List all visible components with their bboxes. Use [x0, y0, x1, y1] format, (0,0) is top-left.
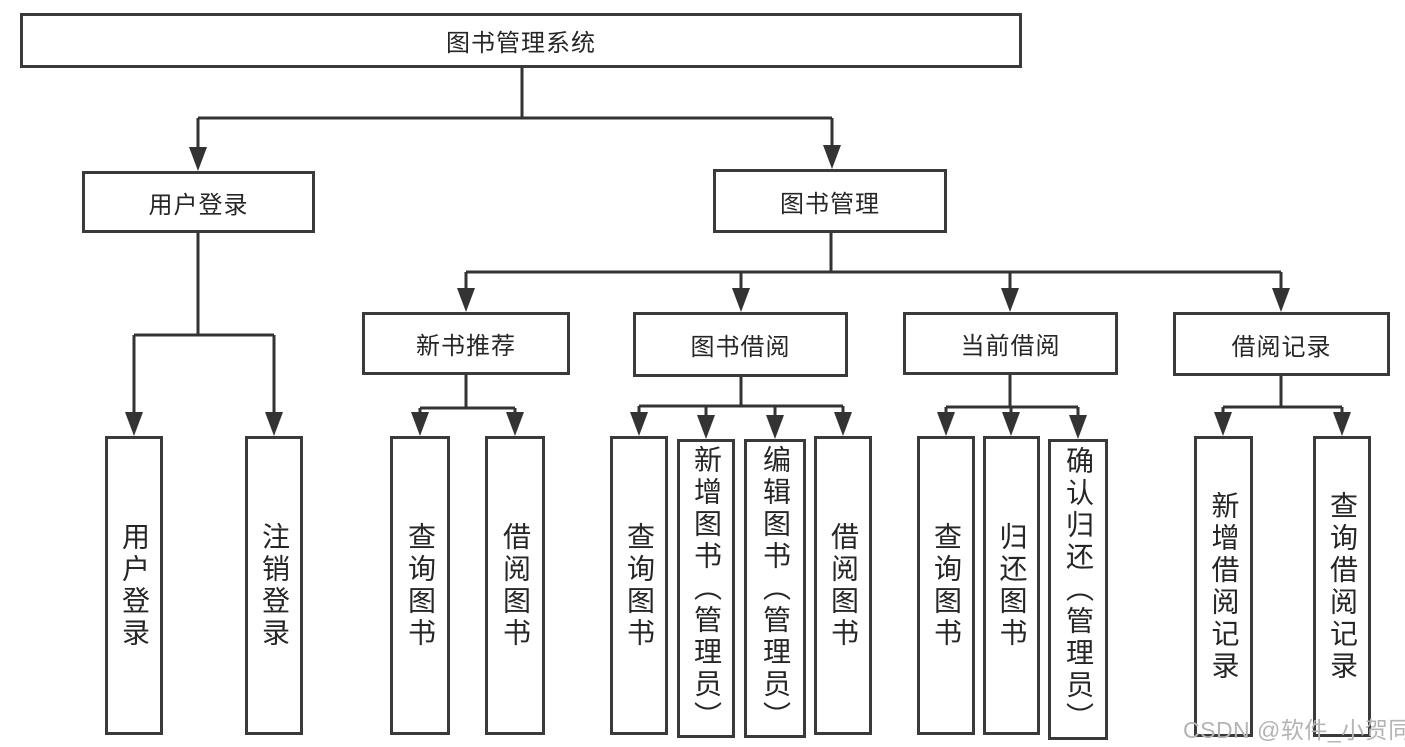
- leaf-add-books-admin-label: 新增图书（管理员）: [691, 444, 722, 733]
- leaf-logout: 注销登录: [245, 436, 303, 735]
- leaf-confirm-return-admin: 确认归还（管理员）: [1048, 439, 1108, 740]
- node-borrow-records-label: 借阅记录: [1231, 333, 1332, 361]
- node-borrow-records: 借阅记录: [1173, 312, 1390, 376]
- node-new-book-recommend-label: 新书推荐: [416, 333, 516, 360]
- leaf-query-books-borrowing: 查询图书: [610, 436, 668, 735]
- leaf-query-books-borrowing-label: 查询图书: [624, 521, 655, 650]
- node-library-system: 图书管理系统: [20, 13, 1022, 68]
- leaf-add-borrow-record: 新增借阅记录: [1194, 436, 1253, 737]
- leaf-borrow-books-recommend: 借阅图书: [485, 436, 545, 735]
- leaf-query-borrow-record-label: 查询借阅记录: [1327, 490, 1358, 683]
- leaf-return-books-label: 归还图书: [996, 521, 1028, 650]
- leaf-confirm-return-admin-label: 确认归还（管理员）: [1063, 445, 1094, 734]
- leaf-query-books-current-label: 查询图书: [931, 521, 962, 650]
- node-user-login: 用户登录: [82, 171, 315, 233]
- leaf-borrow-books-recommend-label: 借阅图书: [500, 521, 531, 650]
- leaf-logout-label: 注销登录: [259, 521, 290, 650]
- leaf-return-books: 归还图书: [983, 436, 1040, 735]
- node-new-book-recommend: 新书推荐: [362, 312, 570, 375]
- leaf-edit-books-admin: 编辑图书（管理员）: [744, 439, 806, 738]
- node-book-management-label: 图书管理: [780, 190, 880, 218]
- leaf-add-books-admin: 新增图书（管理员）: [677, 439, 735, 738]
- arrowhead-icons: [125, 145, 1351, 439]
- node-current-borrowing-label: 当前借阅: [960, 333, 1061, 360]
- leaf-query-books-current: 查询图书: [917, 436, 975, 735]
- leaf-borrow-books-borrowing-label: 借阅图书: [828, 521, 859, 650]
- node-library-system-label: 图书管理系统: [446, 30, 596, 57]
- leaf-borrow-books-borrowing: 借阅图书: [814, 436, 872, 735]
- leaf-add-borrow-record-label: 新增借阅记录: [1208, 490, 1240, 683]
- leaf-query-borrow-record: 查询借阅记录: [1313, 436, 1371, 737]
- leaf-query-books-recommend-label: 查询图书: [405, 521, 436, 650]
- node-book-management: 图书管理: [713, 169, 947, 233]
- node-book-borrowing-label: 图书借阅: [690, 334, 791, 361]
- csdn-watermark: CSDN @软件_小贺同学: [1183, 717, 1405, 743]
- node-current-borrowing: 当前借阅: [903, 312, 1118, 375]
- node-book-borrowing: 图书借阅: [633, 312, 848, 377]
- leaf-user-login-label: 用户登录: [119, 521, 150, 650]
- leaf-query-books-recommend: 查询图书: [390, 436, 450, 735]
- leaf-user-login: 用户登录: [105, 436, 163, 735]
- leaf-edit-books-admin-label: 编辑图书（管理员）: [760, 444, 791, 733]
- node-user-login-label: 用户登录: [148, 191, 249, 219]
